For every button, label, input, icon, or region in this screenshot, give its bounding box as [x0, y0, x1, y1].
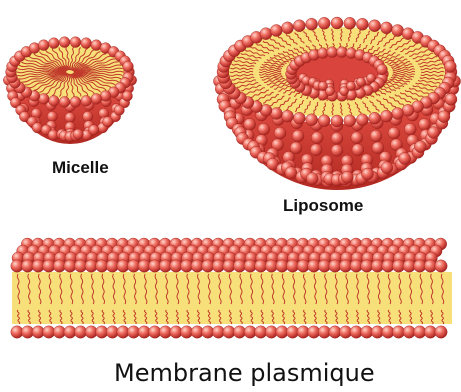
lipid-head [310, 144, 322, 156]
lipid-head [341, 171, 353, 183]
lipid-head [381, 162, 393, 174]
liposome-outer-head [331, 115, 343, 127]
liposome-outer-head [282, 22, 294, 34]
micelle-rim-head [48, 95, 59, 106]
liposome-inner-head [317, 48, 328, 59]
micelle-label: Micelle [52, 158, 109, 178]
lipid-head [292, 130, 304, 142]
liposome-outer-head [356, 18, 368, 30]
lipid-head [331, 144, 343, 156]
lipid-head [258, 123, 270, 135]
lipid-head [122, 91, 132, 101]
liposome-outer-head [318, 115, 330, 127]
lipid-head [445, 93, 457, 105]
liposome-outer-head [270, 25, 282, 37]
liposome-outer-head [344, 17, 356, 29]
lipid-head [414, 141, 426, 153]
lipid-head [404, 123, 416, 135]
membrane-hydrophobic-core [12, 272, 452, 324]
micelle-rim-head [123, 61, 134, 72]
liposome-outer-head [380, 110, 392, 122]
membrane-lower-head [435, 326, 447, 338]
lipid-head [285, 167, 297, 179]
membrane-upper-head [435, 260, 447, 272]
micelle-rim-head [91, 93, 102, 104]
liposome-outer-head [318, 17, 330, 29]
liposome-inner-head [336, 47, 347, 58]
liposome-outer-head [260, 28, 272, 40]
liposome-lumen-head [346, 81, 355, 90]
lipid-head [362, 168, 374, 180]
liposome-illustration [213, 17, 460, 190]
liposome-outer-head [444, 61, 456, 73]
lipid-head [103, 117, 113, 127]
lipid-head [370, 130, 382, 142]
liposome-outer-head [369, 20, 381, 32]
liposome-outer-head [402, 104, 414, 116]
lipid-head [73, 129, 83, 139]
micelle-rim-head [38, 40, 49, 51]
liposome-outer-head [331, 17, 343, 29]
liposome-outer-head [344, 115, 356, 127]
liposome-lumen-head [366, 73, 375, 82]
lipid-head [351, 132, 363, 144]
lipid-head [244, 118, 256, 130]
liposome-outer-head [306, 18, 318, 30]
liposome-outer-head [356, 114, 368, 126]
lipid-head [399, 153, 411, 165]
lipid-head [274, 127, 286, 139]
liposome-outer-head [380, 22, 392, 34]
micelle-rim-head [70, 96, 81, 107]
liposome-outer-head [293, 20, 305, 32]
lipid-head [331, 132, 343, 144]
lipid-head [388, 127, 400, 139]
lipid-head [89, 125, 99, 135]
lipid-head [306, 173, 318, 185]
liposome-lumen-head [325, 87, 334, 96]
micelle-rim-head [81, 38, 92, 49]
membrane-label: Membrane plasmique [114, 359, 375, 387]
liposome-outer-head [392, 107, 404, 119]
liposome-outer-head [282, 110, 294, 122]
micelle-rim-head [70, 37, 81, 48]
liposome-outer-head [270, 107, 282, 119]
micelle-rim-head [48, 38, 59, 49]
lipid-head [352, 144, 364, 156]
lipid-head [418, 118, 430, 130]
liposome-outer-head [392, 25, 404, 37]
micelle-rim-head [59, 37, 70, 48]
lipid-head [114, 105, 124, 115]
liposome-outer-head [369, 112, 381, 124]
liposome-inner-head [377, 64, 388, 75]
liposome-inner-head [327, 47, 338, 58]
lipid-head [65, 112, 75, 122]
lipid-head [32, 123, 42, 133]
lipid-head [47, 111, 57, 121]
liposome-lumen-head [356, 77, 365, 86]
micelle-rim-head [81, 95, 92, 106]
liposome-label: Liposome [283, 196, 363, 216]
micelle-rim-head [59, 96, 70, 107]
membrane-bilayer-illustration [11, 238, 452, 338]
lipid-head [438, 111, 450, 123]
liposome-outer-head [293, 112, 305, 124]
lipid-head [311, 132, 323, 144]
lipid-head [428, 127, 440, 139]
micelle-illustration [3, 37, 136, 144]
lipid-head [83, 111, 93, 121]
liposome-outer-head [306, 114, 318, 126]
